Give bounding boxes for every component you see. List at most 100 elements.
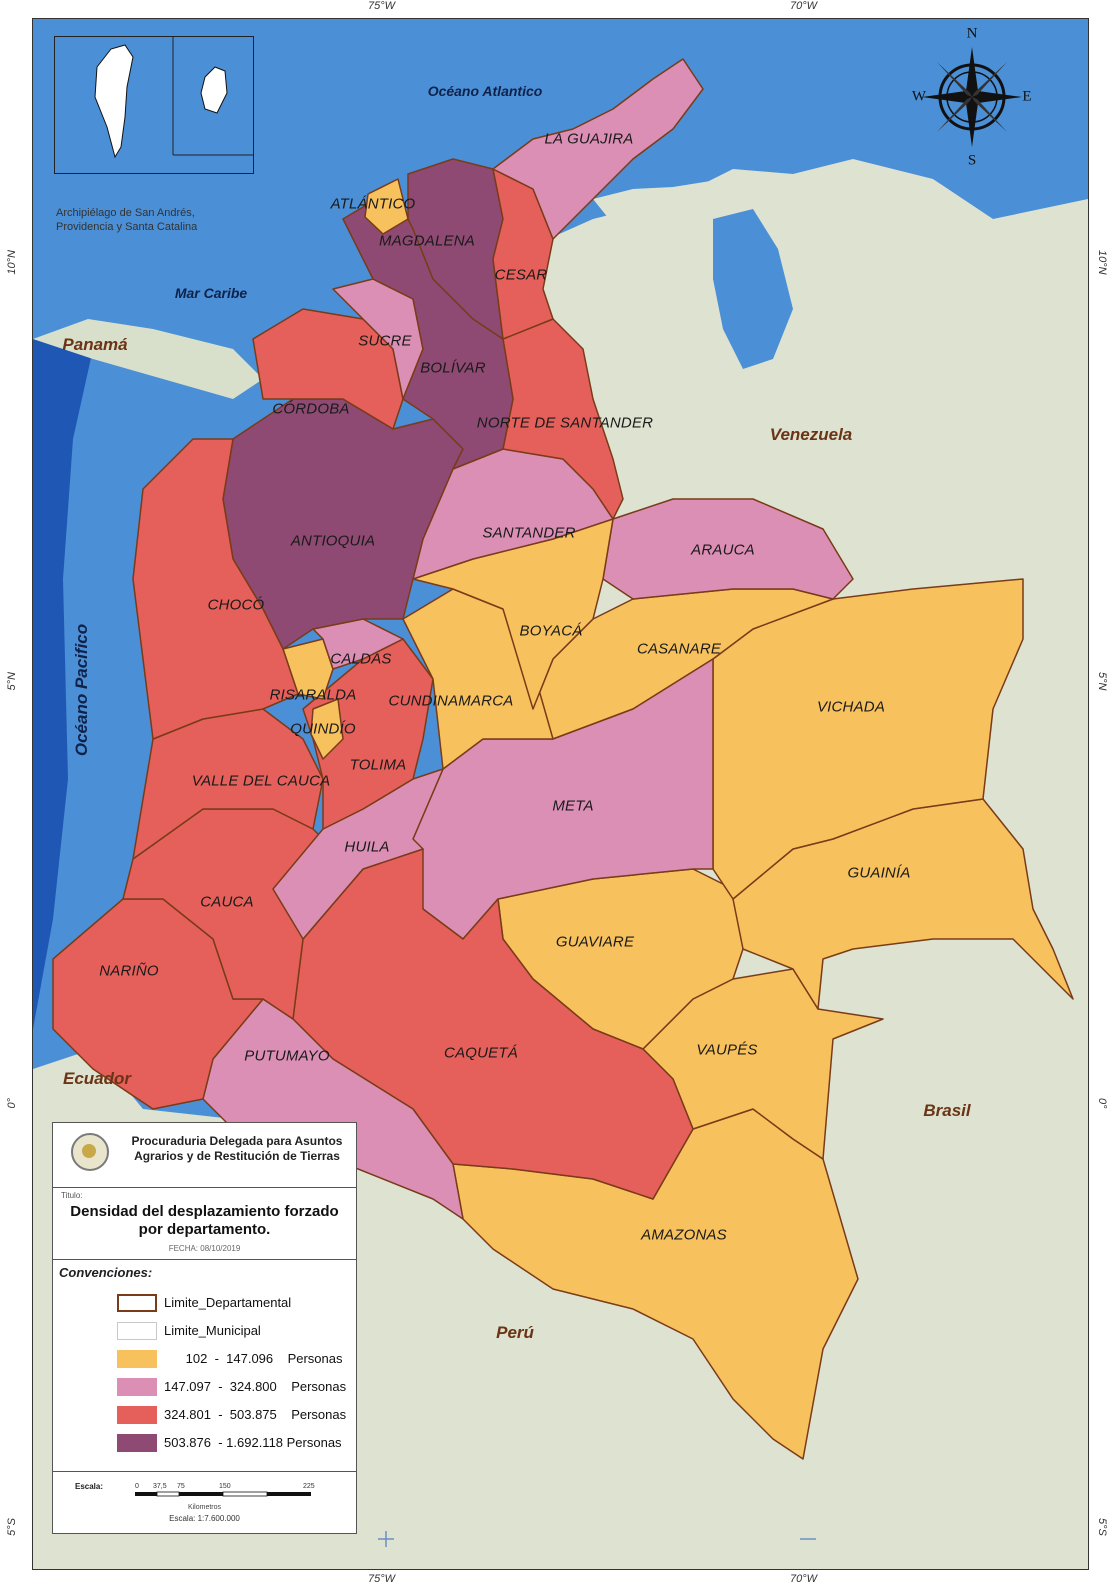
title-caption: Titulo: (61, 1191, 83, 1200)
dept-label: CASANARE (636, 640, 722, 658)
label-caribbean: Mar Caribe (174, 285, 248, 301)
dept-label: TOLIMA (349, 756, 407, 774)
scale-tick: 0 (135, 1483, 139, 1490)
dept-label: ANTIOQUIA (290, 532, 376, 550)
agency-line2: Agrarios y de Restitución de Tierras (134, 1149, 340, 1163)
label-panama: Panamá (62, 335, 128, 354)
pacific-ocean (33, 339, 93, 1029)
scale-caption: Escala: (75, 1482, 104, 1491)
dept-arauca (602, 498, 854, 600)
label-ecuador: Ecuador (62, 1069, 132, 1088)
inset-caption: Archipiélago de San Andrés, Providencia … (56, 206, 197, 234)
scale-bar: 0 37,5 75 150 225 (135, 1483, 315, 1497)
dept-label: CHOCÓ (207, 596, 265, 614)
top-lon-label-2: 70°W (790, 0, 818, 12)
departments-group (52, 58, 1074, 1460)
compass-s: S (967, 152, 977, 169)
map-title-line2: por departamento. (138, 1221, 271, 1238)
right-lat-label-3: 0° (1096, 1098, 1108, 1109)
dept-label: GUAINÍA (847, 864, 911, 882)
scale-ratio: Escala: 1:7.600.000 (169, 1514, 240, 1523)
dept-label: NORTE DE SANTANDER (476, 414, 654, 432)
scale-bar-block: Escala: 0 37,5 75 150 225 Kilometros Esc… (53, 1471, 356, 1534)
guajira-venezuela-coast (593, 179, 733, 224)
dept-label: SUCRE (358, 332, 412, 350)
scale-tick: 37,5 (153, 1483, 167, 1490)
dept-choco (132, 438, 299, 740)
legend-item-label: Limite_Municipal (164, 1323, 261, 1338)
left-lat-label-2: 5°N (6, 672, 18, 691)
dept-label: CAUCA (200, 893, 254, 911)
dept-label: VICHADA (816, 698, 886, 716)
legend-item-label: Limite_Departamental (164, 1295, 292, 1310)
lake-maracaibo (713, 209, 793, 369)
class1-swatch (117, 1350, 157, 1368)
san-andres-island (94, 44, 134, 159)
map-date: FECHA: 08/10/2019 (168, 1244, 241, 1253)
class4-swatch (117, 1434, 157, 1452)
legend-header: Procuraduria Delegada para Asuntos Agrar… (53, 1123, 356, 1188)
legend-item-label: 147.097 - 324.800 Personas (164, 1379, 347, 1394)
dept-quindio (310, 698, 344, 760)
map-title-line1: Densidad del desplazamiento forzado (70, 1203, 339, 1220)
scale-tick: 75 (177, 1483, 185, 1490)
scale-unit: Kilometros (187, 1504, 222, 1511)
dept-atlantico (364, 178, 409, 235)
left-lat-label-4: 5°S (6, 1518, 18, 1536)
inset-san-andres (54, 36, 254, 174)
dept-label: SANTANDER (482, 524, 576, 542)
dept-label: NARIÑO (99, 962, 159, 980)
inset-svg (94, 37, 253, 159)
right-lat-label-2: 5°N (1096, 672, 1108, 691)
class3-swatch (117, 1406, 157, 1424)
dept-label: GUAVIARE (555, 933, 635, 951)
scale-tick: 150 (219, 1483, 231, 1490)
dept-label: ARAUCA (691, 541, 755, 559)
dept-label: META (552, 797, 594, 815)
dept-label: CESAR (494, 266, 548, 284)
dept-label: QUINDÍO (290, 720, 356, 738)
compass-svg (922, 47, 1022, 147)
providencia-island (200, 66, 228, 114)
bottom-lon-label-1: 75°W (368, 1573, 396, 1585)
compass-e: E (1022, 88, 1032, 105)
dept-label: MAGDALENA (379, 232, 475, 250)
dept-label: BOYACÁ (519, 622, 583, 640)
bottom-lon-label-2: 70°W (790, 1573, 818, 1585)
dept-label: CUNDINAMARCA (388, 692, 514, 710)
right-lat-label-1: 10°N (1096, 250, 1108, 275)
compass-w: W (911, 88, 927, 105)
label-peru: Perú (496, 1323, 534, 1342)
legend-panel: Procuraduria Delegada para Asuntos Agrar… (52, 1122, 357, 1534)
dept-label: HUILA (344, 838, 390, 856)
inset-caption-line2: Providencia y Santa Catalina (56, 221, 198, 233)
legend-item-label: 102 - 147.096 Personas (164, 1351, 343, 1366)
legend-item-dept-boundary: Limite_Departamental (117, 1293, 352, 1313)
dept-label: CALDAS (330, 650, 392, 668)
dept-vichada (712, 578, 1024, 900)
legend-item-class4: 503.876 - 1.692.118 Personas (117, 1433, 352, 1453)
inset-caption-line1: Archipiélago de San Andrés, (56, 207, 195, 219)
label-venezuela: Venezuela (769, 425, 853, 444)
compass-rose: N S W E (911, 25, 1032, 169)
dept-label: VAUPÉS (696, 1041, 758, 1059)
legend-item-class1: 102 - 147.096 Personas (117, 1349, 352, 1369)
graticule-marks (378, 1531, 816, 1547)
dept-label: LA GUAJIRA (544, 130, 634, 148)
dept-label: RISARALDA (269, 686, 357, 704)
left-lat-label-3: 0° (6, 1098, 18, 1109)
legend-item-class2: 147.097 - 324.800 Personas (117, 1377, 352, 1397)
legend-item-class3: 324.801 - 503.875 Personas (117, 1405, 352, 1425)
compass-n: N (966, 25, 978, 42)
scale-tick: 225 (303, 1483, 315, 1490)
dept-cordoba (252, 308, 404, 430)
top-lon-label-1: 75°W (368, 0, 396, 12)
panama-land (33, 319, 263, 399)
dept-label: AMAZONAS (641, 1226, 727, 1244)
dept-label: BOLÍVAR (420, 359, 486, 377)
map-title: Densidad del desplazamiento forzado por … (53, 1203, 356, 1239)
dept-la-guajira (492, 58, 704, 240)
conventions-label: Convenciones: (59, 1265, 153, 1280)
label-brasil: Brasil (923, 1101, 971, 1120)
dept-label: CAQUETÁ (444, 1044, 518, 1062)
